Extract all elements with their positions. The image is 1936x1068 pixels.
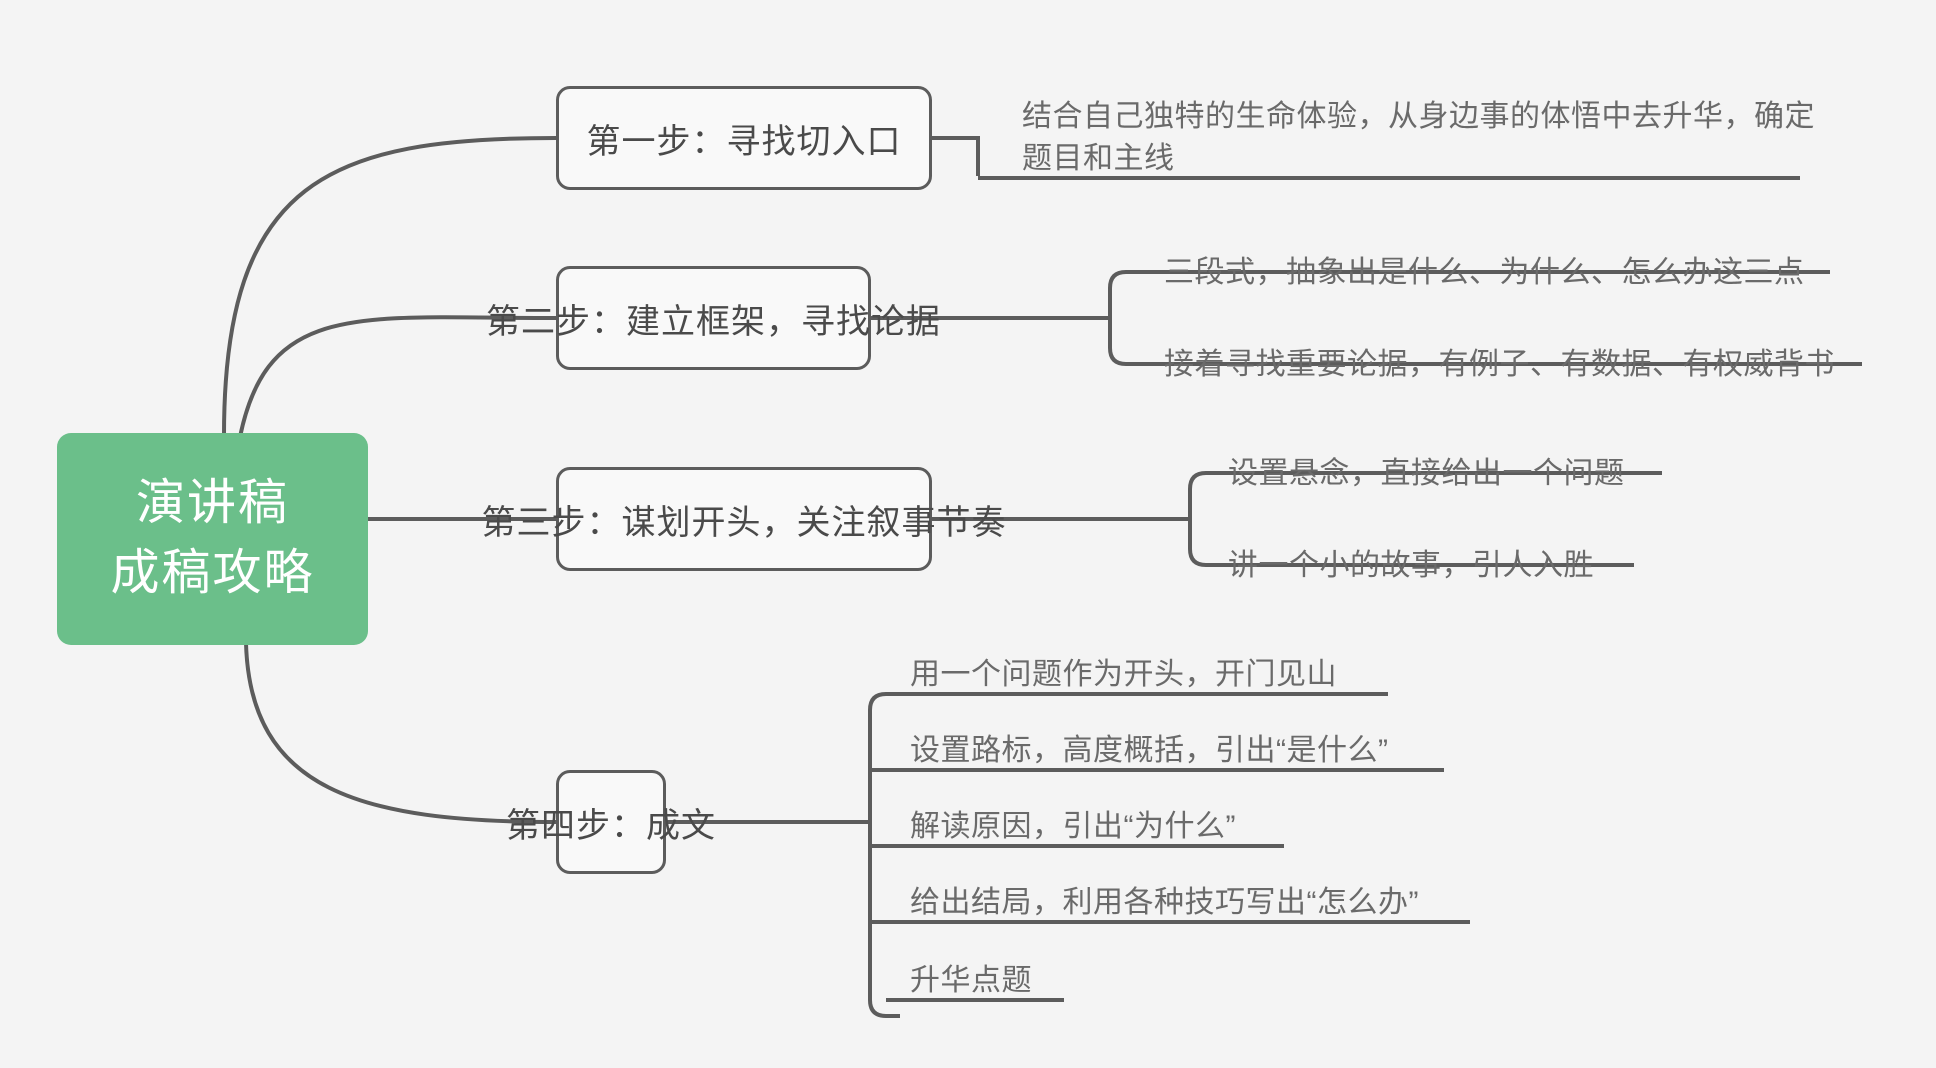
leaf-step4-child4[interactable]: 给出结局，利用各种技巧写出“怎么办” (910, 886, 1419, 919)
link-step4-c1 (868, 692, 900, 711)
branch-label-step2: 第二步：建立框架，寻找论据 (486, 302, 941, 341)
leaf-step4-child1[interactable]: 用一个问题作为开头，开门见山 (910, 658, 1337, 691)
branch-label-step3: 第三步：谋划开头，关注叙事节奏 (481, 503, 1007, 542)
branch-label-step1: 第一步：寻找切入口 (586, 122, 902, 161)
leaf-step4-child5[interactable]: 升华点题 (910, 964, 1032, 997)
leaf-step3-child1[interactable]: 设置悬念，直接给出一个问题 (1228, 457, 1625, 490)
link-root-step2 (238, 315, 557, 438)
root-node[interactable]: 演讲稿 成稿攻略 (57, 433, 368, 645)
link-step4-c5 (868, 999, 900, 1018)
branch-node-step2[interactable]: 第二步：建立框架，寻找论据 (486, 266, 940, 370)
link-root-step1 (222, 136, 557, 436)
leaf-step4-child3[interactable]: 解读原因，引出“为什么” (910, 810, 1236, 843)
link-root-step4 (244, 642, 557, 824)
branch-node-step1[interactable]: 第一步：寻找切入口 (556, 86, 932, 190)
leaf-step4-child2[interactable]: 设置路标，高度概括，引出“是什么” (910, 734, 1389, 767)
root-title-line2: 成稿攻略 (110, 546, 315, 600)
leaf-step3-child2[interactable]: 讲一个小的故事，引人入胜 (1228, 549, 1594, 582)
leaf-step1-child1[interactable]: 结合自己独特的生命体验，从身边事的体悟中去升华，确定题目和主线 (1022, 100, 1815, 175)
branch-node-step4[interactable]: 第四步：成文 (506, 770, 715, 874)
link-step3-c2 (1188, 519, 1220, 567)
leaf-step2-child1[interactable]: 三段式，抽象出是什么、为什么、怎么办这三点 (1164, 256, 1805, 289)
branch-node-step3[interactable]: 第三步：谋划开头，关注叙事节奏 (482, 467, 1006, 571)
branch-label-step4: 第四步：成文 (506, 806, 716, 845)
link-step3-c1 (1188, 471, 1220, 519)
link-step2-c2 (1108, 318, 1140, 366)
root-title-line1: 演讲稿 (135, 476, 289, 531)
link-step2-c1 (1108, 270, 1140, 318)
leaf-step2-child2[interactable]: 接着寻找重要论据，有例子、有数据、有权威背书 (1164, 348, 1835, 381)
link-step1-trunk (932, 136, 980, 176)
